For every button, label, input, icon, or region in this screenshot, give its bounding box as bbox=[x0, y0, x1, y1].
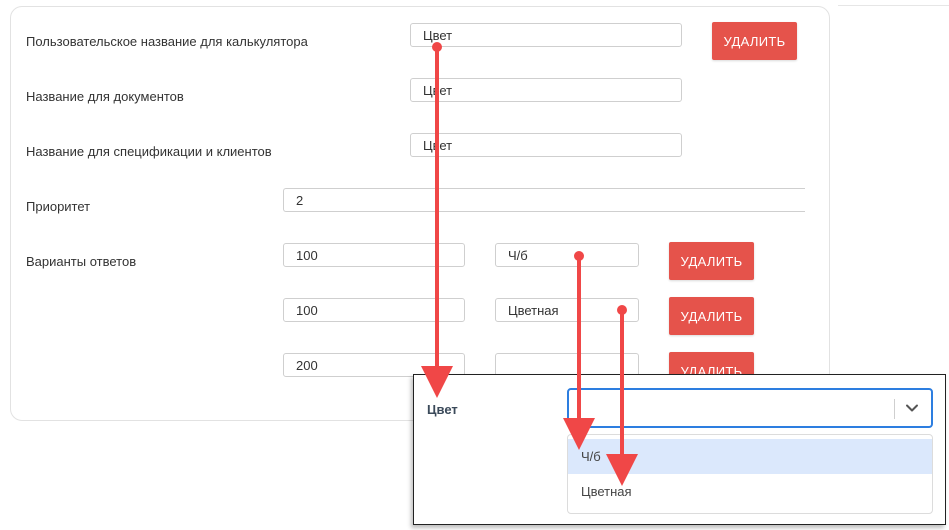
calc-name-input[interactable] bbox=[410, 23, 682, 47]
chevron-down-icon[interactable] bbox=[903, 399, 921, 417]
select-separator bbox=[894, 399, 895, 419]
answer-value-input[interactable] bbox=[283, 243, 465, 267]
answer-value-input[interactable] bbox=[283, 298, 465, 322]
delete-answer-button[interactable]: УДАЛИТЬ bbox=[669, 242, 754, 280]
spec-name-input[interactable] bbox=[410, 133, 682, 157]
delete-button[interactable]: УДАЛИТЬ bbox=[712, 22, 797, 60]
popup-field-label: Цвет bbox=[427, 402, 458, 417]
select-option-color[interactable]: Цветная bbox=[581, 484, 632, 499]
select-preview-popup: Цвет Ч/б Цветная bbox=[413, 374, 946, 525]
top-divider bbox=[838, 5, 949, 6]
docs-name-input[interactable] bbox=[410, 78, 682, 102]
select-option-bw[interactable]: Ч/б bbox=[568, 439, 932, 474]
calc-name-label: Пользовательское название для калькулято… bbox=[26, 34, 308, 49]
spec-name-label: Название для спецификации и клиентов bbox=[26, 144, 272, 159]
answer-name-input[interactable] bbox=[495, 243, 639, 267]
answer-name-input[interactable] bbox=[495, 353, 639, 377]
answer-name-input[interactable] bbox=[495, 298, 639, 322]
settings-card bbox=[10, 6, 830, 421]
delete-answer-button[interactable]: УДАЛИТЬ bbox=[669, 297, 754, 335]
priority-input[interactable] bbox=[283, 188, 805, 212]
select-options-menu: Ч/б Цветная bbox=[567, 434, 933, 514]
answers-label: Варианты ответов bbox=[26, 254, 137, 269]
color-select[interactable] bbox=[567, 388, 933, 428]
priority-label: Приоритет bbox=[26, 199, 91, 214]
docs-name-label: Название для документов bbox=[26, 89, 184, 104]
